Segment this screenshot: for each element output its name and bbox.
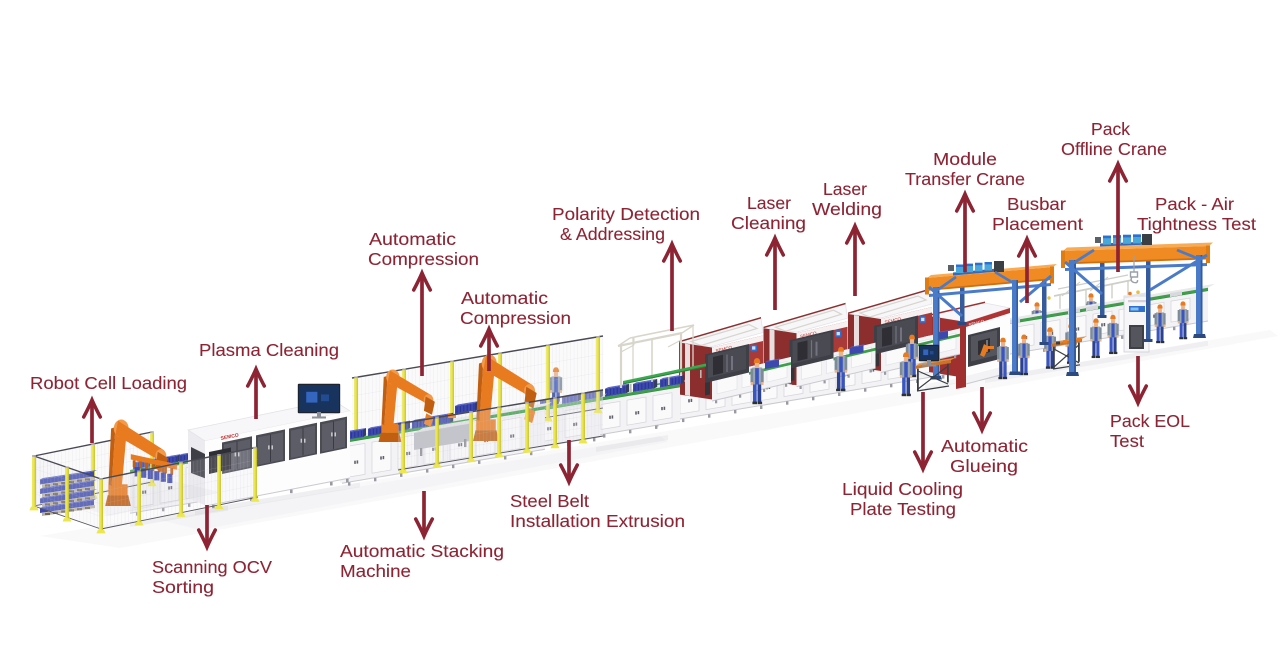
svg-text:Installation Extrusion: Installation Extrusion: [510, 511, 685, 531]
svg-text:Tightness Test: Tightness Test: [1137, 214, 1256, 234]
svg-text:Welding: Welding: [812, 199, 882, 219]
svg-text:Liquid Cooling: Liquid Cooling: [842, 479, 963, 499]
svg-text:Laser: Laser: [823, 179, 867, 199]
svg-text:Pack EOL: Pack EOL: [1110, 411, 1190, 431]
svg-text:Busbar: Busbar: [1007, 194, 1066, 214]
svg-text:Automatic: Automatic: [369, 229, 456, 249]
svg-text:Automatic: Automatic: [461, 288, 548, 308]
svg-text:Offline Crane: Offline Crane: [1061, 139, 1167, 159]
svg-text:Transfer Crane: Transfer Crane: [905, 169, 1025, 189]
svg-text:Machine: Machine: [340, 561, 411, 581]
svg-text:Plate Testing: Plate Testing: [850, 499, 956, 519]
svg-text:Polarity Detection: Polarity Detection: [552, 204, 700, 224]
svg-text:Scanning OCV: Scanning OCV: [152, 557, 273, 577]
svg-text:Glueing: Glueing: [950, 456, 1018, 476]
svg-text:Module: Module: [933, 149, 997, 169]
svg-text:SEMCO: SEMCO: [884, 316, 902, 325]
svg-text:Sorting: Sorting: [152, 577, 214, 597]
svg-text:Laser: Laser: [747, 193, 791, 213]
svg-text:Pack - Air: Pack - Air: [1155, 194, 1234, 214]
svg-text:SEMCO: SEMCO: [968, 319, 985, 328]
svg-text:SEMCO: SEMCO: [220, 432, 239, 442]
svg-text:Robot Cell Loading: Robot Cell Loading: [30, 373, 187, 393]
svg-text:Automatic: Automatic: [941, 436, 1028, 456]
svg-text:SEMCO: SEMCO: [715, 345, 733, 354]
svg-text:Pack: Pack: [1091, 119, 1130, 139]
svg-text:Automatic Stacking: Automatic Stacking: [340, 541, 504, 561]
svg-text:Steel Belt: Steel Belt: [510, 491, 589, 511]
svg-text:Compression: Compression: [368, 249, 479, 269]
svg-text:Plasma Cleaning: Plasma Cleaning: [199, 340, 339, 360]
svg-text:Cleaning: Cleaning: [731, 213, 806, 233]
svg-text:Placement: Placement: [992, 214, 1083, 234]
svg-text:& Addressing: & Addressing: [560, 224, 665, 244]
svg-text:SEMCO: SEMCO: [800, 330, 818, 339]
svg-text:Compression: Compression: [460, 308, 571, 328]
svg-text:Test: Test: [1110, 431, 1144, 451]
